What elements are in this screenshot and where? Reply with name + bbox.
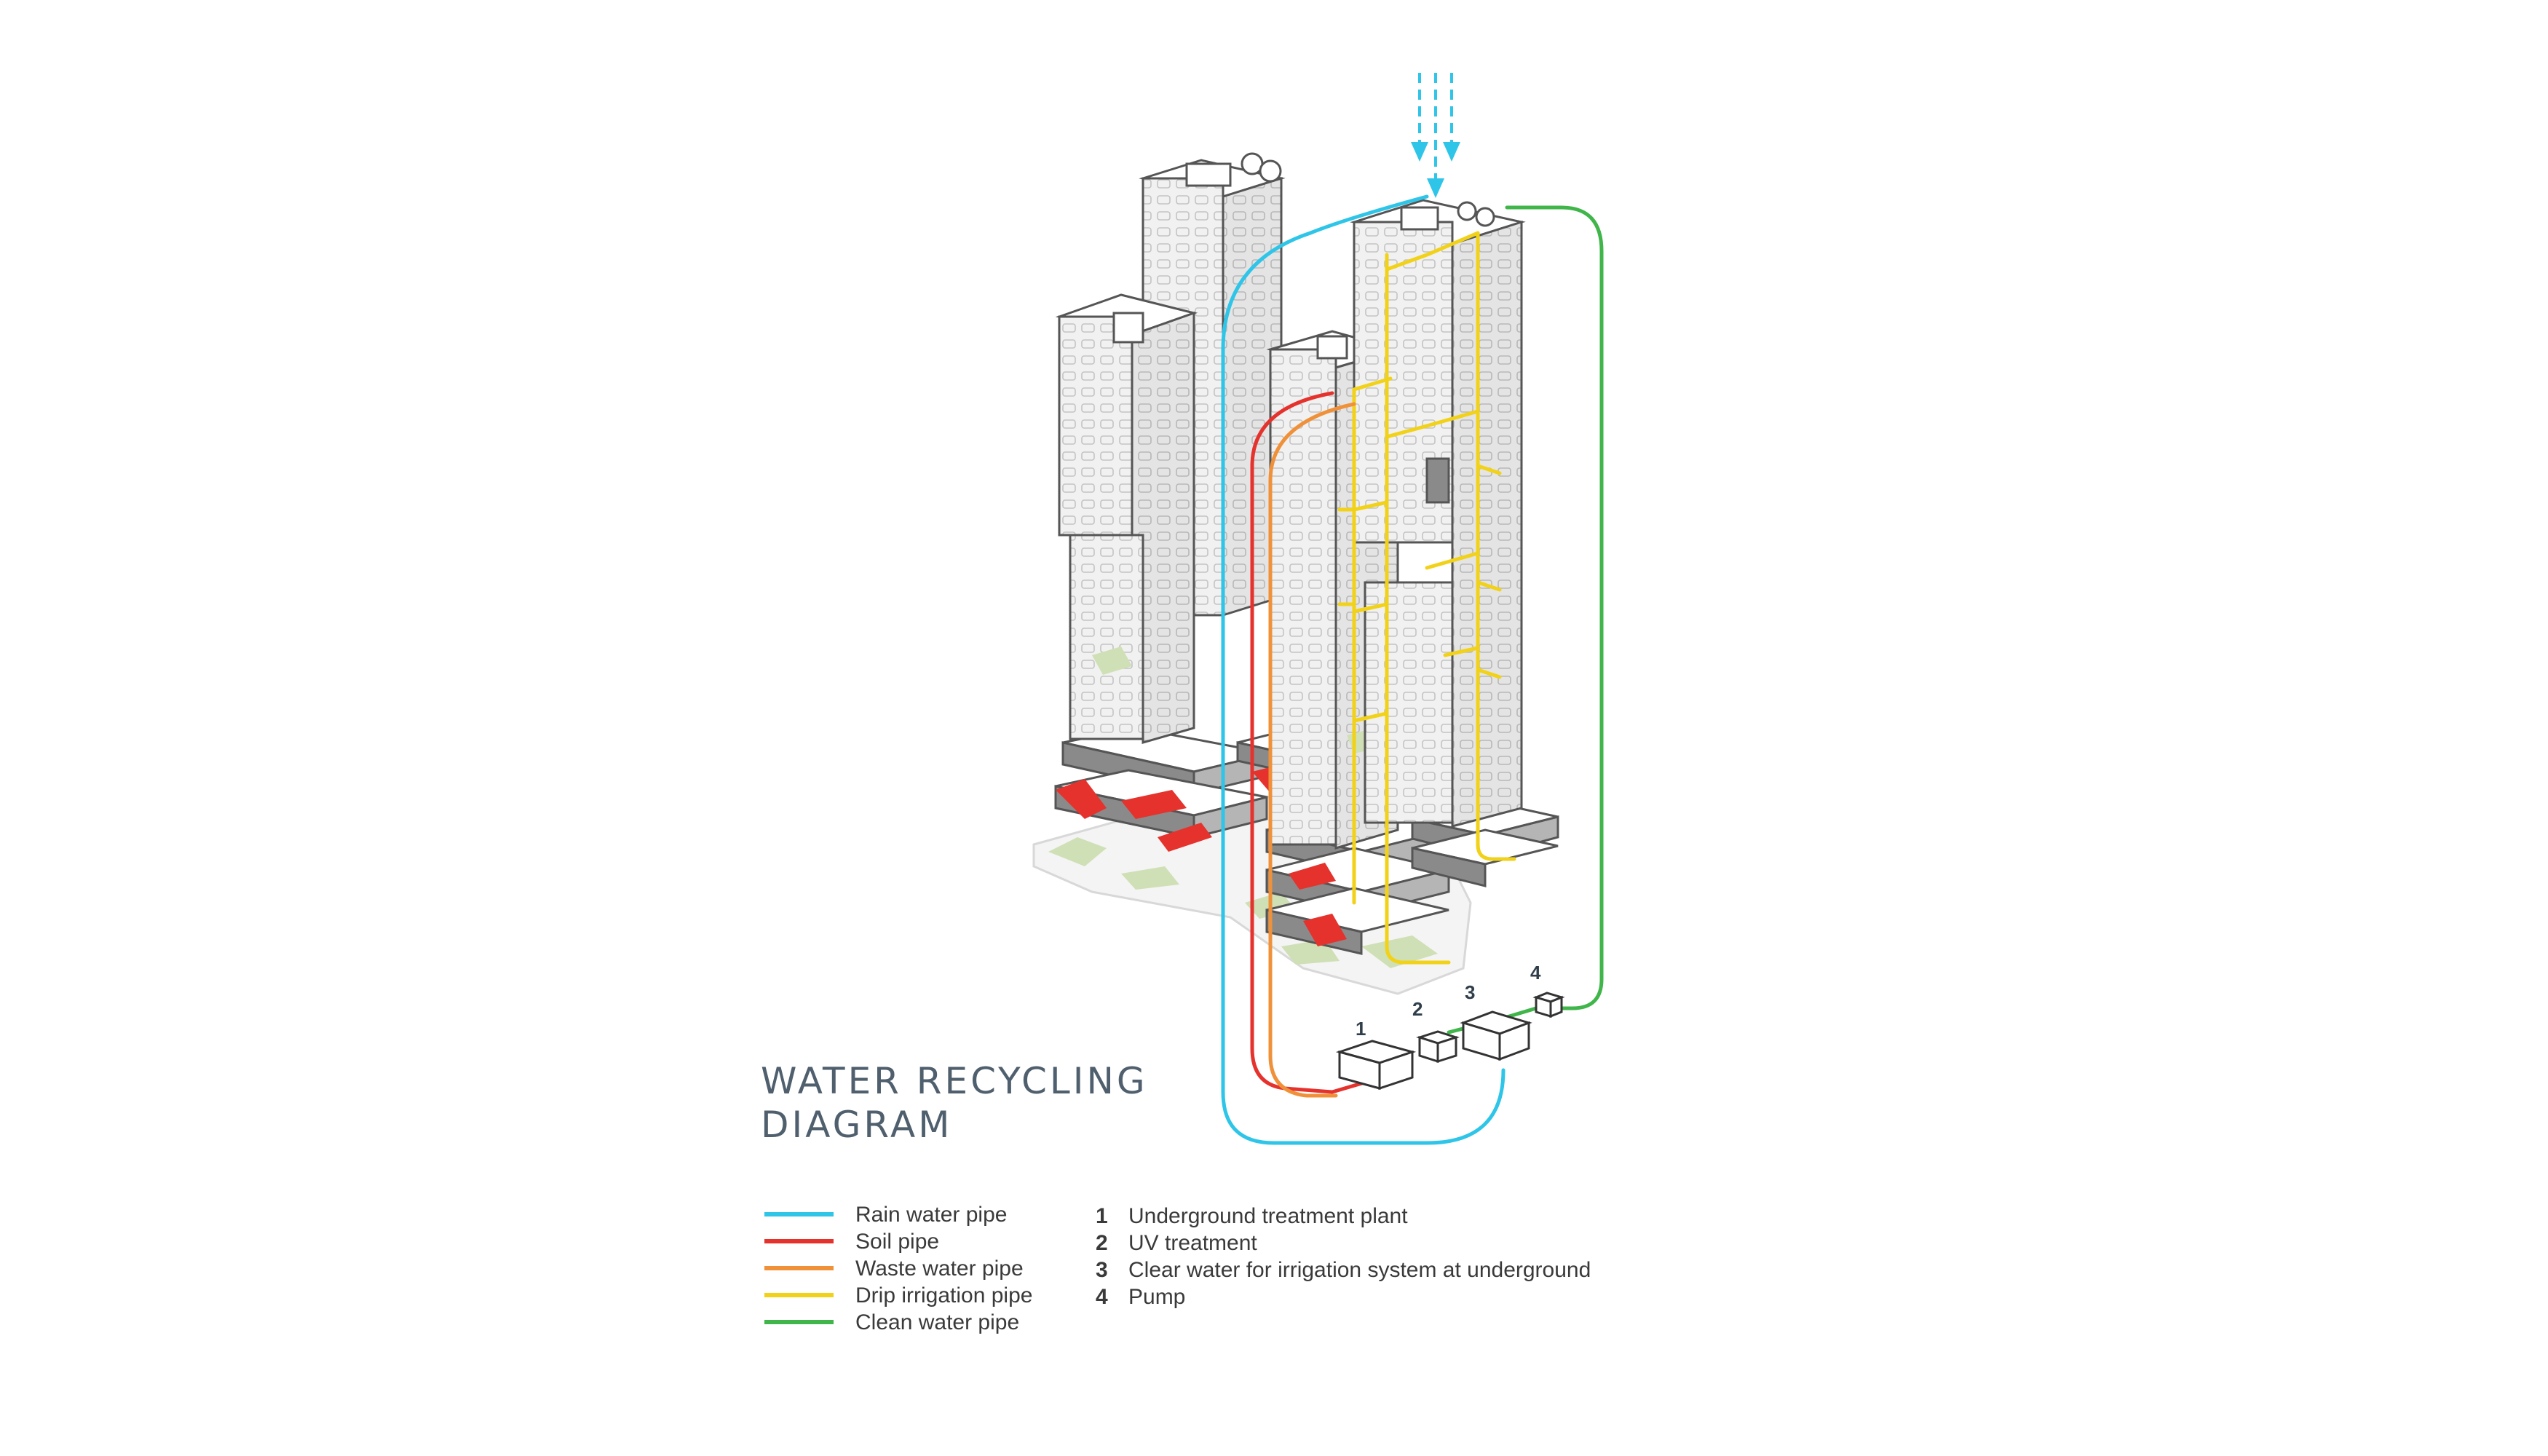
unit-1-treatment-plant xyxy=(1335,1040,1417,1091)
pipe-legend: Rain water pipe Soil pipe Waste water pi… xyxy=(764,1203,1032,1334)
void-opening xyxy=(1425,457,1450,504)
unit-label-1: 1 xyxy=(1356,1018,1366,1040)
legend-item-4: Pump xyxy=(1128,1285,1185,1309)
legend-number-1: 1 xyxy=(1096,1204,1108,1228)
underground-units xyxy=(1335,992,1565,1091)
numbered-legend: 1 2 3 4 Underground treatment plant UV t… xyxy=(1096,1204,1591,1309)
rooftop-tank xyxy=(1475,207,1495,227)
unit-label-2: 2 xyxy=(1412,998,1423,1020)
legend-number-4: 4 xyxy=(1096,1285,1108,1309)
rainfall-arrows xyxy=(1418,73,1453,178)
unit-2-uv-treatment xyxy=(1416,1030,1460,1064)
diagram-title-line-1: WATER RECYCLING xyxy=(761,1060,1148,1102)
rooftop-tank xyxy=(1457,201,1477,221)
legend-number-3: 3 xyxy=(1096,1258,1108,1282)
legend-item-2: UV treatment xyxy=(1128,1231,1257,1255)
green-patch xyxy=(1361,935,1438,968)
unit-3-clear-water xyxy=(1460,1010,1532,1061)
legend-label-clean: Clean water pipe xyxy=(855,1310,1019,1334)
clean-water-pipe xyxy=(1447,205,1604,1034)
rooftop-tank xyxy=(1259,159,1282,183)
stair-core xyxy=(1316,335,1348,360)
legend-item-3: Clear water for irrigation system at und… xyxy=(1128,1258,1591,1282)
legend-label-soil: Soil pipe xyxy=(855,1230,939,1254)
diagram-title-line-2: DIAGRAM xyxy=(761,1104,952,1146)
legend-item-1: Underground treatment plant xyxy=(1128,1204,1408,1228)
rooftop-unit xyxy=(1185,162,1232,187)
soil-pipe xyxy=(1250,391,1396,1094)
green-patch xyxy=(1092,646,1132,675)
legend-label-rain: Rain water pipe xyxy=(855,1203,1007,1227)
unit-label-4: 4 xyxy=(1530,962,1541,984)
legend-number-2: 2 xyxy=(1096,1231,1108,1255)
drip-irrigation-pipe xyxy=(1337,231,1516,965)
legend-label-drip: Drip irrigation pipe xyxy=(855,1283,1032,1307)
tower-right xyxy=(1350,199,1526,828)
tower-left xyxy=(1055,293,1198,744)
legend-label-waste: Waste water pipe xyxy=(855,1257,1024,1281)
unit-label-3: 3 xyxy=(1465,981,1475,1003)
unit-4-pump xyxy=(1532,992,1565,1018)
waste-water-pipe xyxy=(1268,402,1356,1098)
rooftop-unit xyxy=(1400,206,1439,231)
rain-water-pipe xyxy=(1221,194,1506,1145)
rooftop-unit xyxy=(1112,312,1144,344)
green-patch xyxy=(1121,866,1179,890)
green-patch xyxy=(1048,837,1107,866)
